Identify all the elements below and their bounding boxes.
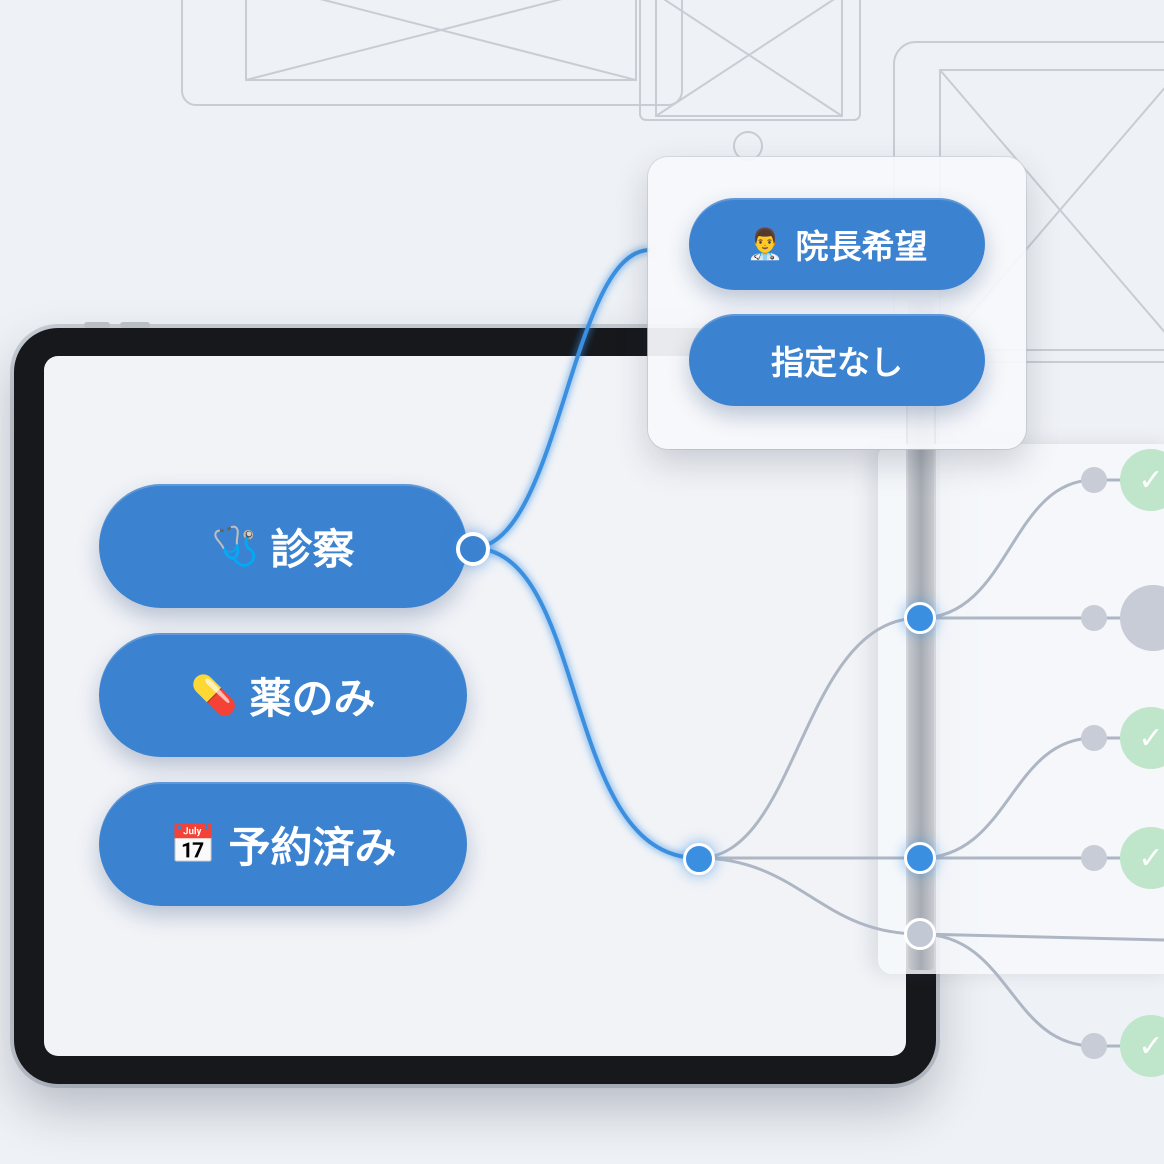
- option-doctor-director[interactable]: 👨‍⚕️ 院長希望: [689, 198, 985, 290]
- connector-dot: [1081, 725, 1107, 751]
- check-icon: ✓: [1120, 449, 1164, 511]
- option-consultation[interactable]: 🩺 診察: [99, 484, 467, 608]
- option-medicine-only[interactable]: 💊 薬のみ: [99, 633, 467, 757]
- check-icon: ✓: [1120, 1015, 1164, 1077]
- connector-dot: [904, 842, 936, 874]
- stethoscope-icon: 🩺: [211, 523, 259, 568]
- option-label: 薬のみ: [249, 673, 376, 723]
- connector-dot: [456, 532, 490, 566]
- calendar-icon: 📅: [169, 821, 217, 866]
- option-label: 院長希望: [795, 227, 928, 266]
- tablet-button: [120, 322, 150, 328]
- option-label: 診察: [270, 524, 355, 574]
- doctor-icon: 👨‍⚕️: [746, 226, 784, 262]
- connector-dot: [1081, 845, 1107, 871]
- connector-dot: [1081, 1033, 1107, 1059]
- option-label: 指定なし: [771, 343, 903, 382]
- connector-dot: [904, 918, 936, 950]
- connector-dot: [1081, 467, 1107, 493]
- tablet-button: [84, 322, 110, 328]
- connector-dot: [1081, 605, 1107, 631]
- connector-dot: [904, 602, 936, 634]
- check-icon: ✓: [1120, 707, 1164, 769]
- option-no-preference[interactable]: 指定なし: [689, 314, 985, 406]
- connector-dot: [683, 843, 715, 875]
- option-label: 予約済み: [228, 822, 397, 872]
- check-icon: ✓: [1120, 827, 1164, 889]
- pill-icon: 💊: [190, 672, 238, 717]
- option-reserved[interactable]: 📅 予約済み: [99, 782, 467, 906]
